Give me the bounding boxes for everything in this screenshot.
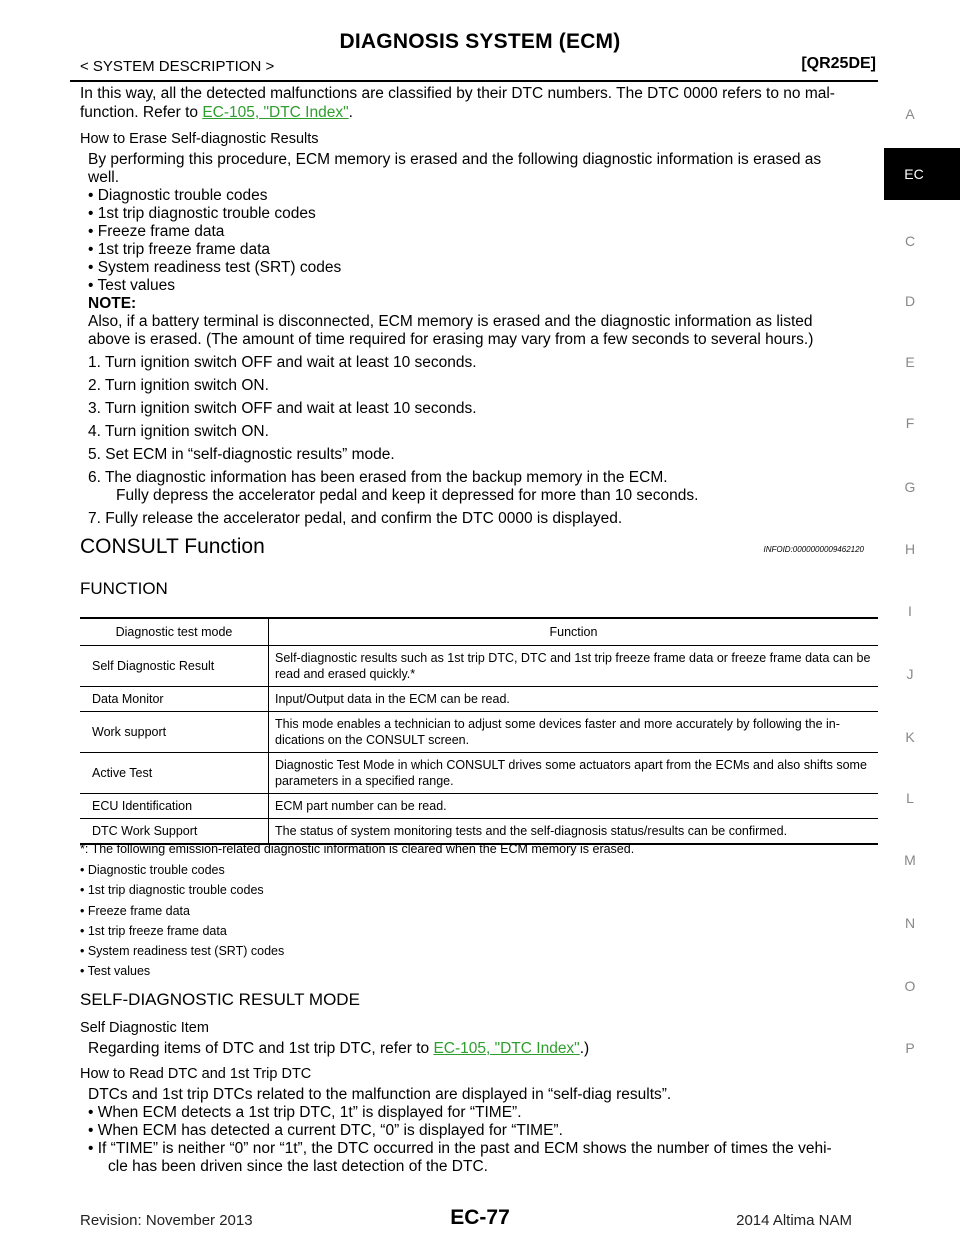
step-5: 5. Set ECM in “self-diagnostic results” … (88, 446, 395, 463)
side-tab-n[interactable]: N (904, 915, 916, 931)
side-tab-j[interactable]: J (906, 666, 914, 682)
list-item: • Diagnostic trouble codes (88, 187, 268, 204)
intro-line-2: function. Refer to EC-105, "DTC Index". (80, 104, 880, 122)
page-number: EC-77 (450, 1206, 510, 1229)
function-heading: FUNCTION (80, 579, 168, 598)
model-name: 2014 Altima NAM (736, 1212, 852, 1229)
list-item: • Test values (88, 277, 175, 294)
consult-title: CONSULT Function (80, 535, 265, 558)
table-cell-mode: Active Test (80, 752, 269, 794)
table-cell-mode: Self Diagnostic Result (80, 645, 269, 687)
step-6: 6. The diagnostic information has been e… (88, 469, 668, 486)
intro-text: function. Refer to (80, 104, 203, 121)
note-label: NOTE: (88, 295, 137, 312)
footnote-item: • Freeze frame data (80, 904, 190, 918)
side-tab-a[interactable]: A (905, 106, 915, 122)
table-cell-function: Input/Output data in the ECM can be read… (268, 686, 878, 712)
step-3: 3. Turn ignition switch OFF and wait at … (88, 400, 477, 417)
table-cell-function: This mode enables a technician to adjust… (268, 711, 878, 753)
side-tab-m[interactable]: M (904, 852, 916, 868)
revision-date: Revision: November 2013 (80, 1212, 253, 1229)
table-row: Data Monitor Input/Output data in the EC… (80, 686, 878, 712)
side-tab-d[interactable]: D (904, 293, 916, 309)
table-header-mode: Diagnostic test mode (80, 617, 269, 646)
note-line-2: above is erased. (The amount of time req… (88, 331, 814, 348)
erase-body-2: well. (88, 169, 120, 186)
step-7: 7. Fully release the accelerator pedal, … (88, 510, 623, 527)
erase-body-1: By performing this procedure, ECM memory… (88, 151, 822, 168)
sdr-title: SELF-DIAGNOSTIC RESULT MODE (80, 990, 360, 1009)
sdr-item-pre: Regarding items of DTC and 1st trip DTC,… (88, 1040, 434, 1057)
footnote: *: The following emission-related diagno… (80, 842, 635, 856)
list-item: • System readiness test (SRT) codes (88, 259, 342, 276)
table-cell-mode: Data Monitor (80, 686, 269, 712)
sdr-item-heading: Self Diagnostic Item (80, 1020, 209, 1036)
erase-heading: How to Erase Self-diagnostic Results (80, 131, 319, 147)
side-tab-label: EC (904, 166, 924, 182)
side-tab-o[interactable]: O (904, 978, 916, 994)
step-6-continued: Fully depress the accelerator pedal and … (116, 487, 699, 504)
intro-end: . (348, 104, 353, 121)
footnote-item: • Test values (80, 964, 151, 978)
side-tab-active[interactable]: EC (884, 148, 960, 200)
sdr-item-text: Regarding items of DTC and 1st trip DTC,… (88, 1040, 880, 1058)
table-row: ECU Identification ECM part number can b… (80, 793, 878, 819)
side-tab-i[interactable]: I (908, 603, 912, 619)
sdr-read-body: DTCs and 1st trip DTCs related to the ma… (88, 1086, 672, 1103)
table-cell-mode: Work support (80, 711, 269, 753)
engine-code: [QR25DE] (801, 55, 876, 72)
dtc-index-link-2[interactable]: EC-105, "DTC Index" (433, 1040, 580, 1057)
side-tab-f[interactable]: F (905, 415, 915, 431)
list-item-continued: cle has been driven since the last detec… (108, 1158, 488, 1175)
sdr-read-heading: How to Read DTC and 1st Trip DTC (80, 1066, 312, 1082)
footnote-item: • System readiness test (SRT) codes (80, 944, 285, 958)
list-item: • Freeze frame data (88, 223, 225, 240)
section-label: < SYSTEM DESCRIPTION > (80, 58, 275, 75)
side-tab-g[interactable]: G (904, 479, 916, 495)
header-rule (70, 80, 878, 82)
side-tab-c[interactable]: C (904, 233, 916, 249)
table-row: Work support This mode enables a technic… (80, 711, 878, 753)
footnote-item: • Diagnostic trouble codes (80, 863, 225, 877)
table-cell-function: Diagnostic Test Mode in which CONSULT dr… (268, 752, 878, 794)
table-cell-mode: DTC Work Support (80, 818, 269, 845)
consult-function-table: Diagnostic test mode Function Self Diagn… (80, 617, 878, 845)
table-row: DTC Work Support The status of system mo… (80, 818, 878, 845)
step-1: 1. Turn ignition switch OFF and wait at … (88, 354, 477, 371)
note-line-1: Also, if a battery terminal is disconnec… (88, 313, 813, 330)
side-tab-k[interactable]: K (905, 729, 915, 745)
step-2: 2. Turn ignition switch ON. (88, 377, 269, 394)
side-tab-l[interactable]: L (906, 790, 914, 806)
dtc-index-link[interactable]: EC-105, "DTC Index" (202, 104, 349, 121)
side-tab-h[interactable]: H (904, 541, 916, 557)
info-id: INFOID:0000000009462120 (763, 545, 864, 554)
side-tab-p[interactable]: P (905, 1040, 915, 1056)
table-row: Active Test Diagnostic Test Mode in whic… (80, 752, 878, 794)
footnote-item: • 1st trip freeze frame data (80, 924, 227, 938)
table-cell-function: ECM part number can be read. (268, 793, 878, 819)
table-row: Self Diagnostic Result Self-diagnostic r… (80, 645, 878, 687)
side-tab-e[interactable]: E (905, 354, 915, 370)
page-title: DIAGNOSIS SYSTEM (ECM) (339, 30, 621, 53)
table-header-row: Diagnostic test mode Function (80, 617, 878, 646)
table-cell-mode: ECU Identification (80, 793, 269, 819)
intro-line-1: In this way, all the detected malfunctio… (80, 85, 835, 102)
list-item: • If “TIME” is neither “0” nor “1t”, the… (88, 1140, 832, 1157)
list-item: • 1st trip freeze frame data (88, 241, 271, 258)
table-cell-function: Self-diagnostic results such as 1st trip… (268, 645, 878, 687)
list-item: • When ECM has detected a current DTC, “… (88, 1122, 563, 1139)
table-header-function: Function (268, 617, 878, 646)
step-4: 4. Turn ignition switch ON. (88, 423, 269, 440)
sdr-item-post: .) (579, 1040, 590, 1057)
list-item: • When ECM detects a 1st trip DTC, 1t” i… (88, 1104, 522, 1121)
footnote-item: • 1st trip diagnostic trouble codes (80, 883, 264, 897)
list-item: • 1st trip diagnostic trouble codes (88, 205, 316, 222)
table-cell-function: The status of system monitoring tests an… (268, 818, 878, 845)
